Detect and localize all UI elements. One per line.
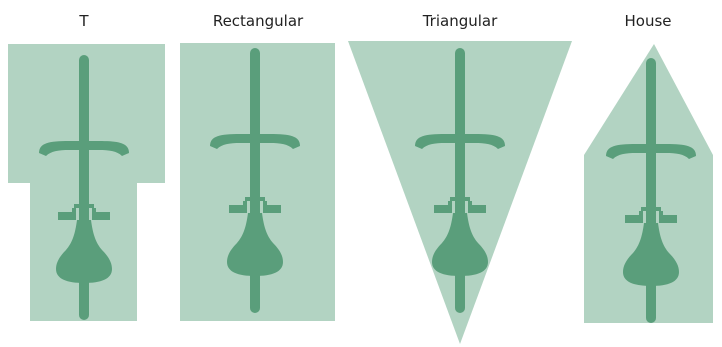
triangular-diagram bbox=[348, 41, 572, 344]
label-house: House bbox=[624, 12, 672, 30]
label-rectangular: Rectangular bbox=[212, 12, 304, 30]
rectangular-diagram bbox=[180, 43, 335, 321]
t-diagram bbox=[8, 44, 165, 321]
label-triangular: Triangular bbox=[422, 12, 498, 30]
label-t: T bbox=[79, 12, 89, 30]
house-diagram bbox=[584, 44, 713, 323]
